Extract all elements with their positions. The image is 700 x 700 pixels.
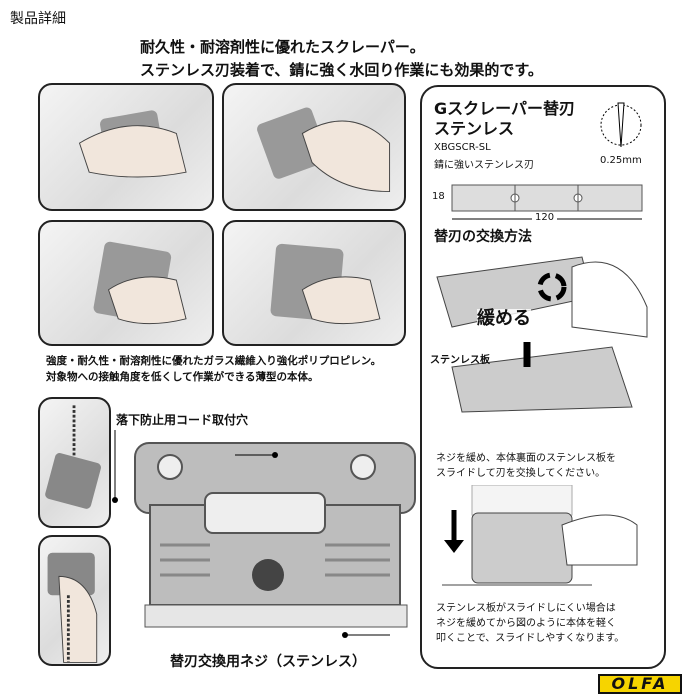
loosen-label: 緩める bbox=[477, 308, 531, 329]
material-caption: 強度・耐久性・耐溶剤性に優れたガラス繊維入り強化ポリプロピレン。 対象物への接触… bbox=[46, 353, 381, 385]
blade-title-line: Gスクレーパー替刃 bbox=[434, 99, 575, 118]
page-title: 製品詳細 bbox=[10, 11, 66, 27]
blade-title-line: ステンレス bbox=[434, 119, 515, 138]
blade-width: 120 bbox=[532, 212, 558, 223]
screw-label: 替刃交換用ネジ（ステンレス） bbox=[170, 654, 366, 670]
olfa-logo: OLFA bbox=[598, 674, 682, 694]
blade-title: Gスクレーパー替刃 ステンレス bbox=[434, 99, 575, 139]
usage-photo bbox=[38, 83, 214, 211]
cord-hole-label: 落下防止用コード取付穴 bbox=[116, 413, 249, 427]
headline-line: 耐久性・耐溶剤性に優れたスクレーパー。 bbox=[140, 38, 425, 56]
howto-title: 替刃の交換方法 bbox=[434, 229, 532, 245]
replacement-illustration bbox=[436, 256, 648, 413]
replacement-blade-panel: Gスクレーパー替刃 ステンレス XBGSCR-SL 錆に強いステンレス刃 0.2… bbox=[420, 85, 666, 669]
model-number: XBGSCR-SL bbox=[434, 142, 491, 153]
usage-photo bbox=[222, 83, 406, 211]
step-line: ネジを緩めてから図のように本体を軽く bbox=[436, 618, 616, 629]
usage-photo bbox=[222, 220, 406, 346]
stainless-plate-label: ステンレス板 bbox=[430, 355, 490, 366]
caption-line: 強度・耐久性・耐溶剤性に優れたガラス繊維入り強化ポリプロピレン。 bbox=[46, 355, 382, 367]
blade-description: 錆に強いステンレス刃 bbox=[434, 160, 534, 171]
caption-line: 対象物への接触角度を低くして作業ができる薄型の本体。 bbox=[46, 371, 319, 383]
blade-thickness: 0.25mm bbox=[600, 155, 642, 166]
tapping-illustration bbox=[442, 485, 638, 586]
step1-text: ネジを緩め、本体裏面のステンレス板を スライドして刃を交換してください。 bbox=[436, 451, 616, 481]
step-line: ネジを緩め、本体裏面のステンレス板を bbox=[436, 453, 616, 464]
step-line: スライドして刃を交換してください。 bbox=[436, 468, 606, 479]
blade-edge-icon bbox=[600, 102, 642, 148]
headline-line: ステンレス刃装着で、錆に強く水回り作業にも効果的です。 bbox=[140, 61, 543, 79]
step-line: ステンレス板がスライドしにくい場合は bbox=[436, 603, 616, 614]
blade-dimension-drawing bbox=[451, 184, 643, 220]
step-line: 叩くことで、スライドしやすくなります。 bbox=[436, 633, 625, 644]
cord-photo bbox=[38, 397, 111, 528]
step2-text: ステンレス板がスライドしにくい場合は ネジを緩めてから図のように本体を軽く 叩く… bbox=[436, 601, 624, 646]
usage-photo bbox=[38, 220, 214, 346]
cord-photo bbox=[38, 535, 111, 666]
headline: 耐久性・耐溶剤性に優れたスクレーパー。 ステンレス刃装着で、錆に強く水回り作業に… bbox=[140, 36, 543, 82]
scraper-diagram bbox=[112, 430, 416, 638]
blade-height: 18 bbox=[432, 191, 445, 202]
